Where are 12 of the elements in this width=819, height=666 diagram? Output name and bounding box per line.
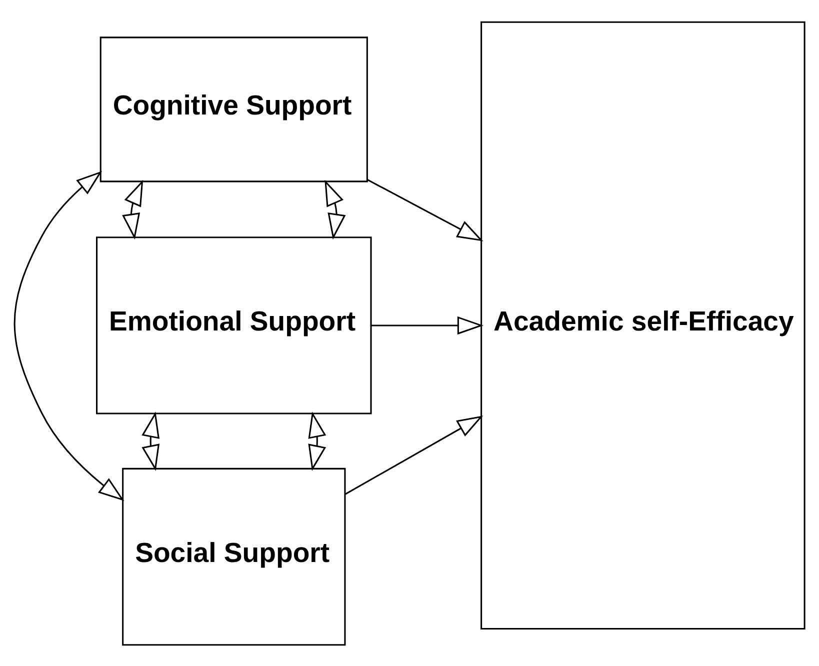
arrow (142, 411, 160, 470)
arrow (324, 179, 346, 240)
arrow (122, 179, 144, 240)
node-box: Social Support (122, 467, 346, 646)
arrow (308, 411, 326, 470)
arrow (344, 415, 484, 494)
node-box: Academic self-Efficacy (480, 20, 806, 630)
node-box: Cognitive Support (100, 36, 368, 182)
arrow (371, 316, 484, 334)
node-box: Emotional Support (96, 236, 372, 414)
arrow (14, 170, 124, 500)
arrow (366, 178, 484, 241)
